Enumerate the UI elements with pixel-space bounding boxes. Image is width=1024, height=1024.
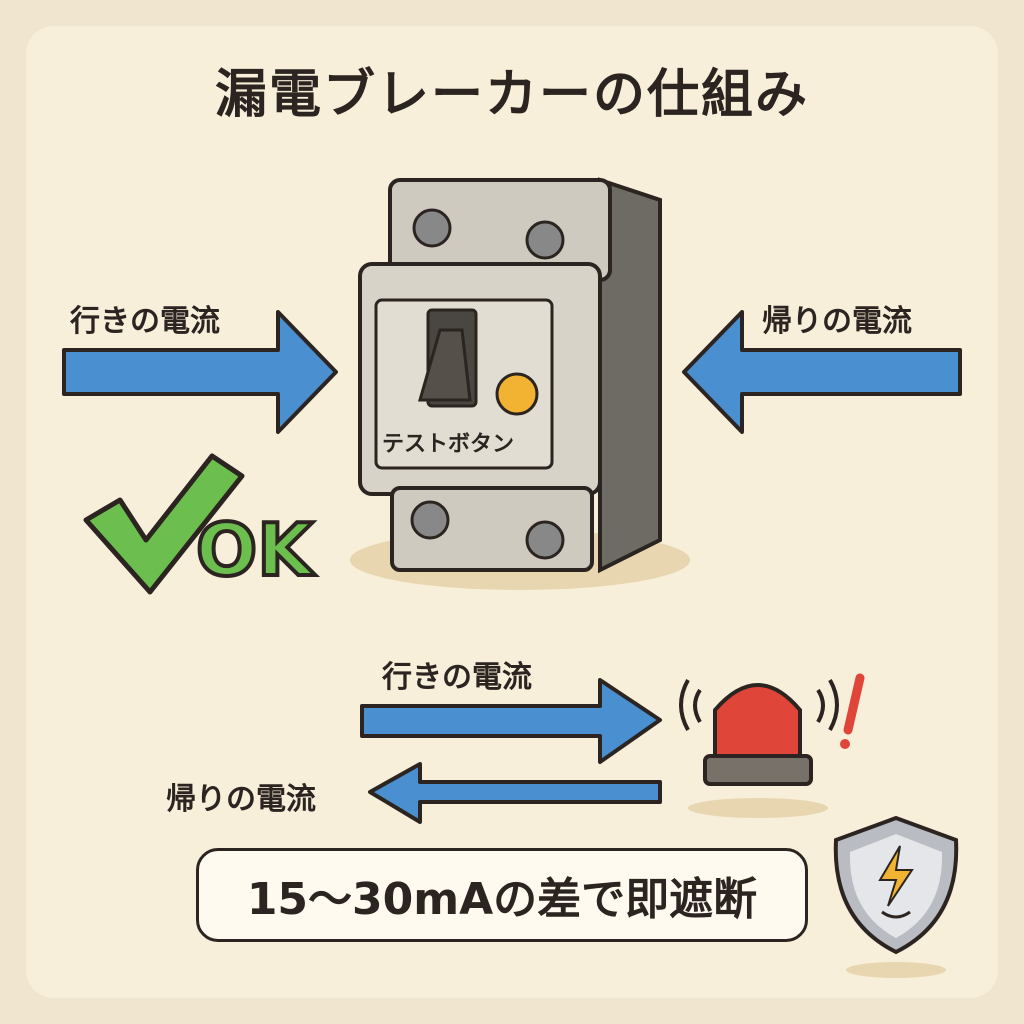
return-arrow-bottom — [368, 762, 662, 824]
test-button — [495, 372, 539, 416]
breaker-icon — [350, 177, 690, 590]
alarm-icon — [679, 673, 865, 818]
check-icon — [83, 453, 245, 595]
trip-threshold-note: 15〜30mAの差で即遮断 — [196, 848, 808, 942]
return-arrow-top — [682, 310, 962, 434]
return-current-label-top: 帰りの電流 — [762, 304, 912, 339]
return-current-label-bottom: 帰りの電流 — [166, 782, 316, 817]
shield-icon — [833, 815, 959, 978]
outgoing-current-label-bottom: 行きの電流 — [382, 660, 532, 695]
ok-label: OK — [194, 506, 315, 594]
page-title: 漏電ブレーカーの仕組み — [214, 65, 809, 125]
test-button-label: テストボタン — [382, 432, 515, 457]
outgoing-arrow-top — [62, 310, 338, 434]
outgoing-current-label-top: 行きの電流 — [70, 304, 220, 339]
outgoing-arrow-bottom — [360, 678, 662, 764]
lightning-icon — [878, 845, 914, 907]
